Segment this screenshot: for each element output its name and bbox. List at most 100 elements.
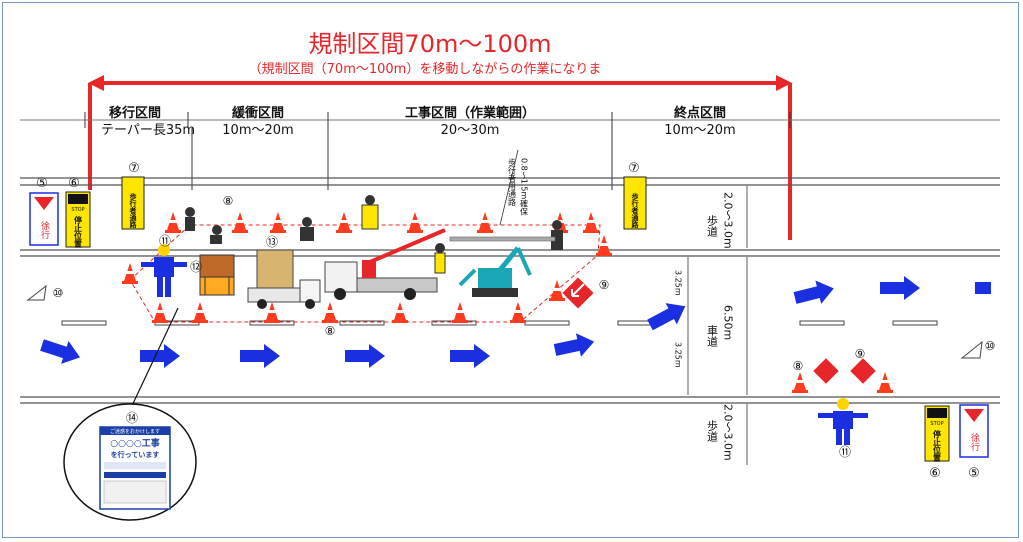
number-9-lower: ⑨ [855, 347, 866, 361]
number-7-left: ⑦ [128, 161, 140, 176]
cone [792, 372, 808, 393]
number-6-left: ⑥ [68, 176, 80, 191]
slow-sign-left: 徐行 [29, 192, 59, 246]
flow-arrow [38, 333, 84, 369]
number-10-left: ⑩ [53, 286, 64, 300]
number-6-right: ⑥ [929, 466, 941, 481]
stop-position-sign-left: STOP 停止位置 [65, 191, 91, 249]
section-name-work: 工事区間（作業範囲） [405, 105, 535, 121]
stop-sign-en: STOP [71, 207, 84, 213]
workers [185, 195, 563, 274]
cone [392, 302, 408, 323]
cone [336, 212, 352, 233]
direction-sign-lower-right [850, 358, 876, 384]
number-9-upper: ⑨ [599, 278, 610, 292]
cone [165, 212, 181, 233]
walkway-note-leader [499, 149, 519, 226]
flow-arrow [240, 344, 280, 368]
stop-position-text-right: 停止位置 [933, 429, 942, 463]
walkway-note-line1: 歩行者用通路 [508, 157, 517, 206]
road-marking-right [960, 340, 983, 359]
sidewalk-upper-line2: 2.0〜3.0m [722, 192, 735, 249]
cone [232, 212, 248, 233]
callout-leader [129, 307, 179, 411]
lane-width-upper: 3.25m [674, 270, 683, 296]
cone [510, 302, 526, 323]
slow-sign-text-right: 徐行 [969, 432, 980, 452]
title: 規制区間70m〜100m [308, 30, 551, 58]
worker [551, 220, 563, 250]
direction-sign-lower-left [813, 358, 839, 384]
section-length-transition: テーパー長35m [101, 123, 195, 138]
flagger-right [818, 398, 868, 445]
cone [452, 302, 468, 323]
cone [477, 212, 493, 233]
lane-width-lower: 3.25m [674, 342, 683, 368]
control-zone-bracket [88, 75, 792, 240]
number-5-right: ⑤ [968, 466, 980, 481]
worker [185, 207, 195, 231]
stop-sign-en-right: STOP [930, 421, 943, 427]
number-13: ⑬ [266, 235, 278, 249]
number-8-bottom: ⑧ [325, 324, 336, 338]
worker [210, 225, 222, 244]
stop-position-sign-right: STOP 停止位置 [924, 405, 950, 463]
sidewalk-lower-line1: 歩道 [706, 419, 719, 442]
notice-board: ご迷惑をおかけします ○○○○工事 を行っています [99, 426, 171, 510]
cone [192, 302, 208, 323]
section-name-buffer: 緩衝区間 [232, 105, 284, 121]
cone [549, 280, 565, 301]
number-14: ⑭ [126, 411, 138, 425]
flow-arrow [345, 344, 385, 368]
cone [322, 302, 338, 323]
walkway-note-line2: 0.8〜1.5m確保 [520, 158, 529, 216]
flagger-left [141, 244, 187, 297]
flow-arrow [450, 344, 490, 368]
dimension-lines [687, 186, 748, 465]
pedestrian-sign-text: 歩行者通路 [129, 192, 138, 229]
pedestrian-sign-right: 歩行者通路 [623, 176, 647, 230]
slow-sign-text: 徐行 [39, 220, 50, 240]
flow-arrow [552, 329, 597, 362]
worker [361, 195, 379, 230]
pedestrian-sign-left: 歩行者通路 [121, 176, 145, 230]
section-length-end: 10m〜20m [664, 123, 735, 138]
cone [122, 263, 138, 284]
cone [407, 212, 423, 233]
notice-board-header: ご迷惑をおかけします [110, 428, 160, 435]
section-length-buffer: 10m〜20m [222, 123, 293, 138]
sidewalk-upper-line1: 歩道 [706, 214, 719, 237]
subtitle: （規制区間（70m〜100m）を移動しながらの作業になりま [249, 61, 602, 77]
cone [583, 212, 599, 233]
number-8-lower: ⑧ [793, 359, 804, 373]
road-marking-left [26, 284, 47, 301]
roadway-line2: 6.50m [722, 305, 735, 340]
number-7-right: ⑦ [628, 161, 640, 176]
flow-arrow [792, 276, 837, 310]
number-12: ⑫ [190, 260, 202, 274]
section-name-end: 終点区間 [674, 105, 726, 121]
guard-rail [449, 236, 556, 242]
notice-board-title: ○○○○工事 [110, 437, 159, 449]
section-name-transition: 移行区間 [109, 105, 161, 121]
flow-arrow [880, 276, 920, 300]
worker [300, 217, 314, 241]
traffic-flow-arrows [38, 276, 991, 369]
flow-arrow [644, 295, 691, 336]
number-5-left: ⑤ [36, 176, 48, 191]
section-length-work: 20〜30m [441, 123, 500, 138]
excavator [458, 246, 532, 297]
direction-sign-upper [562, 277, 594, 309]
number-11-right: ⑪ [839, 445, 851, 459]
cone [152, 302, 168, 323]
stop-position-text: 停止位置 [74, 215, 83, 249]
arrow-board [199, 254, 235, 296]
number-8-top: ⑧ [223, 194, 234, 208]
sign-truck [247, 249, 321, 309]
cone [270, 212, 286, 233]
slow-sign-right: 徐行 [959, 404, 989, 458]
flow-arrow [975, 282, 991, 294]
notice-board-sub: を行っています [111, 450, 160, 459]
number-11-left: ⑪ [159, 234, 171, 248]
